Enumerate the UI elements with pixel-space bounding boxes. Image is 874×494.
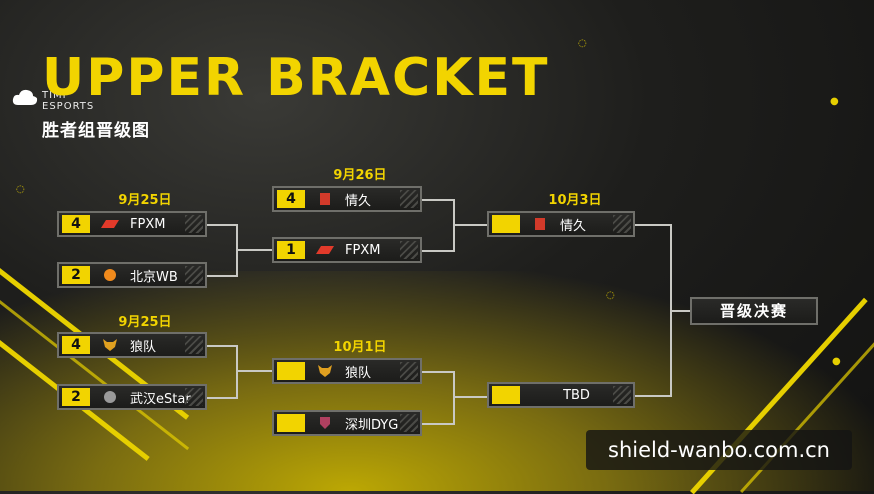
wolves-logo-icon [100, 338, 120, 352]
bracket-line [635, 224, 671, 226]
match-card[interactable]: 4 情久 [272, 186, 422, 212]
fpx-logo-icon [315, 243, 335, 257]
match-card[interactable]: 2 武汉eStar [57, 384, 207, 410]
round2-date-2: 10月1日 [333, 340, 387, 355]
bracket-line [670, 310, 690, 312]
score-box: 4 [62, 215, 90, 233]
bracket-line [422, 371, 454, 373]
bracket-line [422, 250, 454, 252]
bracket-line [236, 345, 238, 399]
round3-date: 10月3日 [548, 193, 602, 208]
bracket-line [635, 395, 671, 397]
score-box: 4 [62, 336, 90, 354]
team-name: 狼队 [345, 365, 372, 381]
bracket-line [207, 224, 237, 226]
match-card[interactable]: 4 FPXM [57, 211, 207, 237]
team-name: FPXM [345, 242, 381, 258]
team-name: 情久 [560, 218, 587, 234]
score-box: 1 [277, 241, 305, 259]
watermark: shield-wanbo.com.cn [586, 430, 852, 470]
bracket-line [422, 199, 454, 201]
match-card[interactable]: 狼队 [272, 358, 422, 384]
wolves-logo-icon [315, 364, 335, 378]
page-title: UPPER BRACKET [42, 48, 550, 108]
score-box: 2 [62, 388, 90, 406]
score-box [277, 362, 305, 380]
score-box [492, 386, 520, 404]
match-card[interactable]: 深圳DYG [272, 410, 422, 436]
final-box[interactable]: 晋级决赛 [690, 297, 818, 325]
round1-date-2: 9月25日 [118, 315, 172, 330]
decor-dot: ● [830, 96, 839, 107]
fpx-logo-icon [100, 217, 120, 231]
match-card[interactable]: TBD [487, 382, 635, 408]
bracket-line [453, 396, 487, 398]
decor-dot: ◌ [578, 38, 587, 49]
dyg-logo-icon [315, 416, 335, 430]
team-name: 情久 [345, 193, 372, 209]
team-name: 深圳DYG [345, 417, 399, 433]
bracket-line [453, 371, 455, 425]
bracket-line [422, 423, 454, 425]
logo-text: TIMI ESPORTS [42, 90, 95, 112]
decor-dot: ◌ [16, 184, 25, 195]
decor-dot: ● [832, 356, 841, 367]
team-name: FPXM [130, 216, 166, 232]
score-box: 4 [277, 190, 305, 208]
team-name: 狼队 [130, 339, 157, 355]
cloud-icon [12, 89, 38, 105]
estar-logo-icon [100, 390, 120, 404]
page-subtitle: 胜者组晋级图 [42, 121, 150, 141]
bracket-line [207, 275, 237, 277]
team-name: 武汉eStar [130, 391, 191, 407]
round1-date-1: 9月25日 [118, 193, 172, 208]
team-name: TBD [563, 387, 590, 403]
match-card[interactable]: 4 狼队 [57, 332, 207, 358]
match-card[interactable]: 情久 [487, 211, 635, 237]
bracket-line [453, 224, 487, 226]
wb-logo-icon [100, 268, 120, 282]
score-box [277, 414, 305, 432]
qingjiu-logo-icon [530, 217, 550, 231]
bracket-line [236, 249, 272, 251]
match-card[interactable]: 1 FPXM [272, 237, 422, 263]
team-name: 北京WB [130, 269, 178, 285]
bracket-line [207, 397, 237, 399]
match-card[interactable]: 2 北京WB [57, 262, 207, 288]
decor-dot: ◌ [606, 290, 615, 301]
bracket-line [236, 370, 272, 372]
score-box [492, 215, 520, 233]
round2-date-1: 9月26日 [333, 168, 387, 183]
score-box: 2 [62, 266, 90, 284]
qingjiu-logo-icon [315, 192, 335, 206]
bracket-line [207, 345, 237, 347]
timi-logo: TIMI ESPORTS [12, 86, 108, 112]
